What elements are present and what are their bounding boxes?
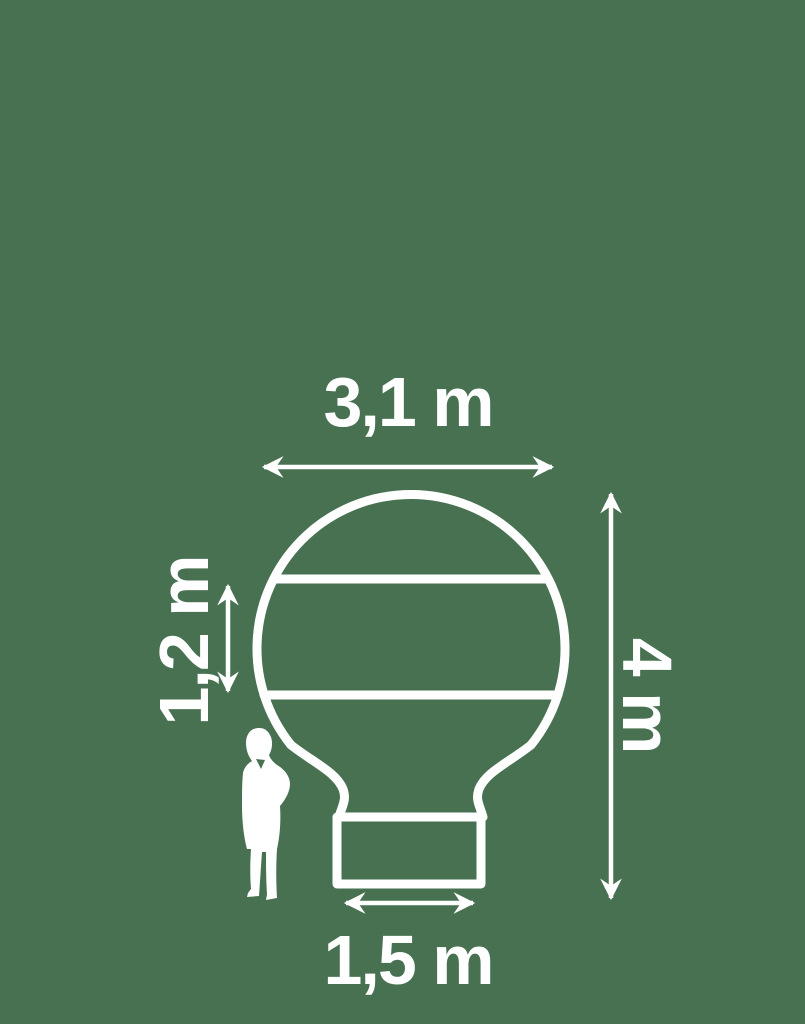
person-silhouette	[242, 728, 290, 900]
top-width-label: 3,1 m	[323, 363, 495, 441]
balloon-base	[332, 812, 486, 889]
person-collar-notch	[256, 759, 265, 769]
base-width-label: 1,5 m	[323, 921, 495, 999]
band-height-label: 1,2 m	[145, 556, 223, 726]
total-height-label: 4 m	[608, 637, 686, 753]
balloon-envelope-outline	[252, 490, 570, 822]
